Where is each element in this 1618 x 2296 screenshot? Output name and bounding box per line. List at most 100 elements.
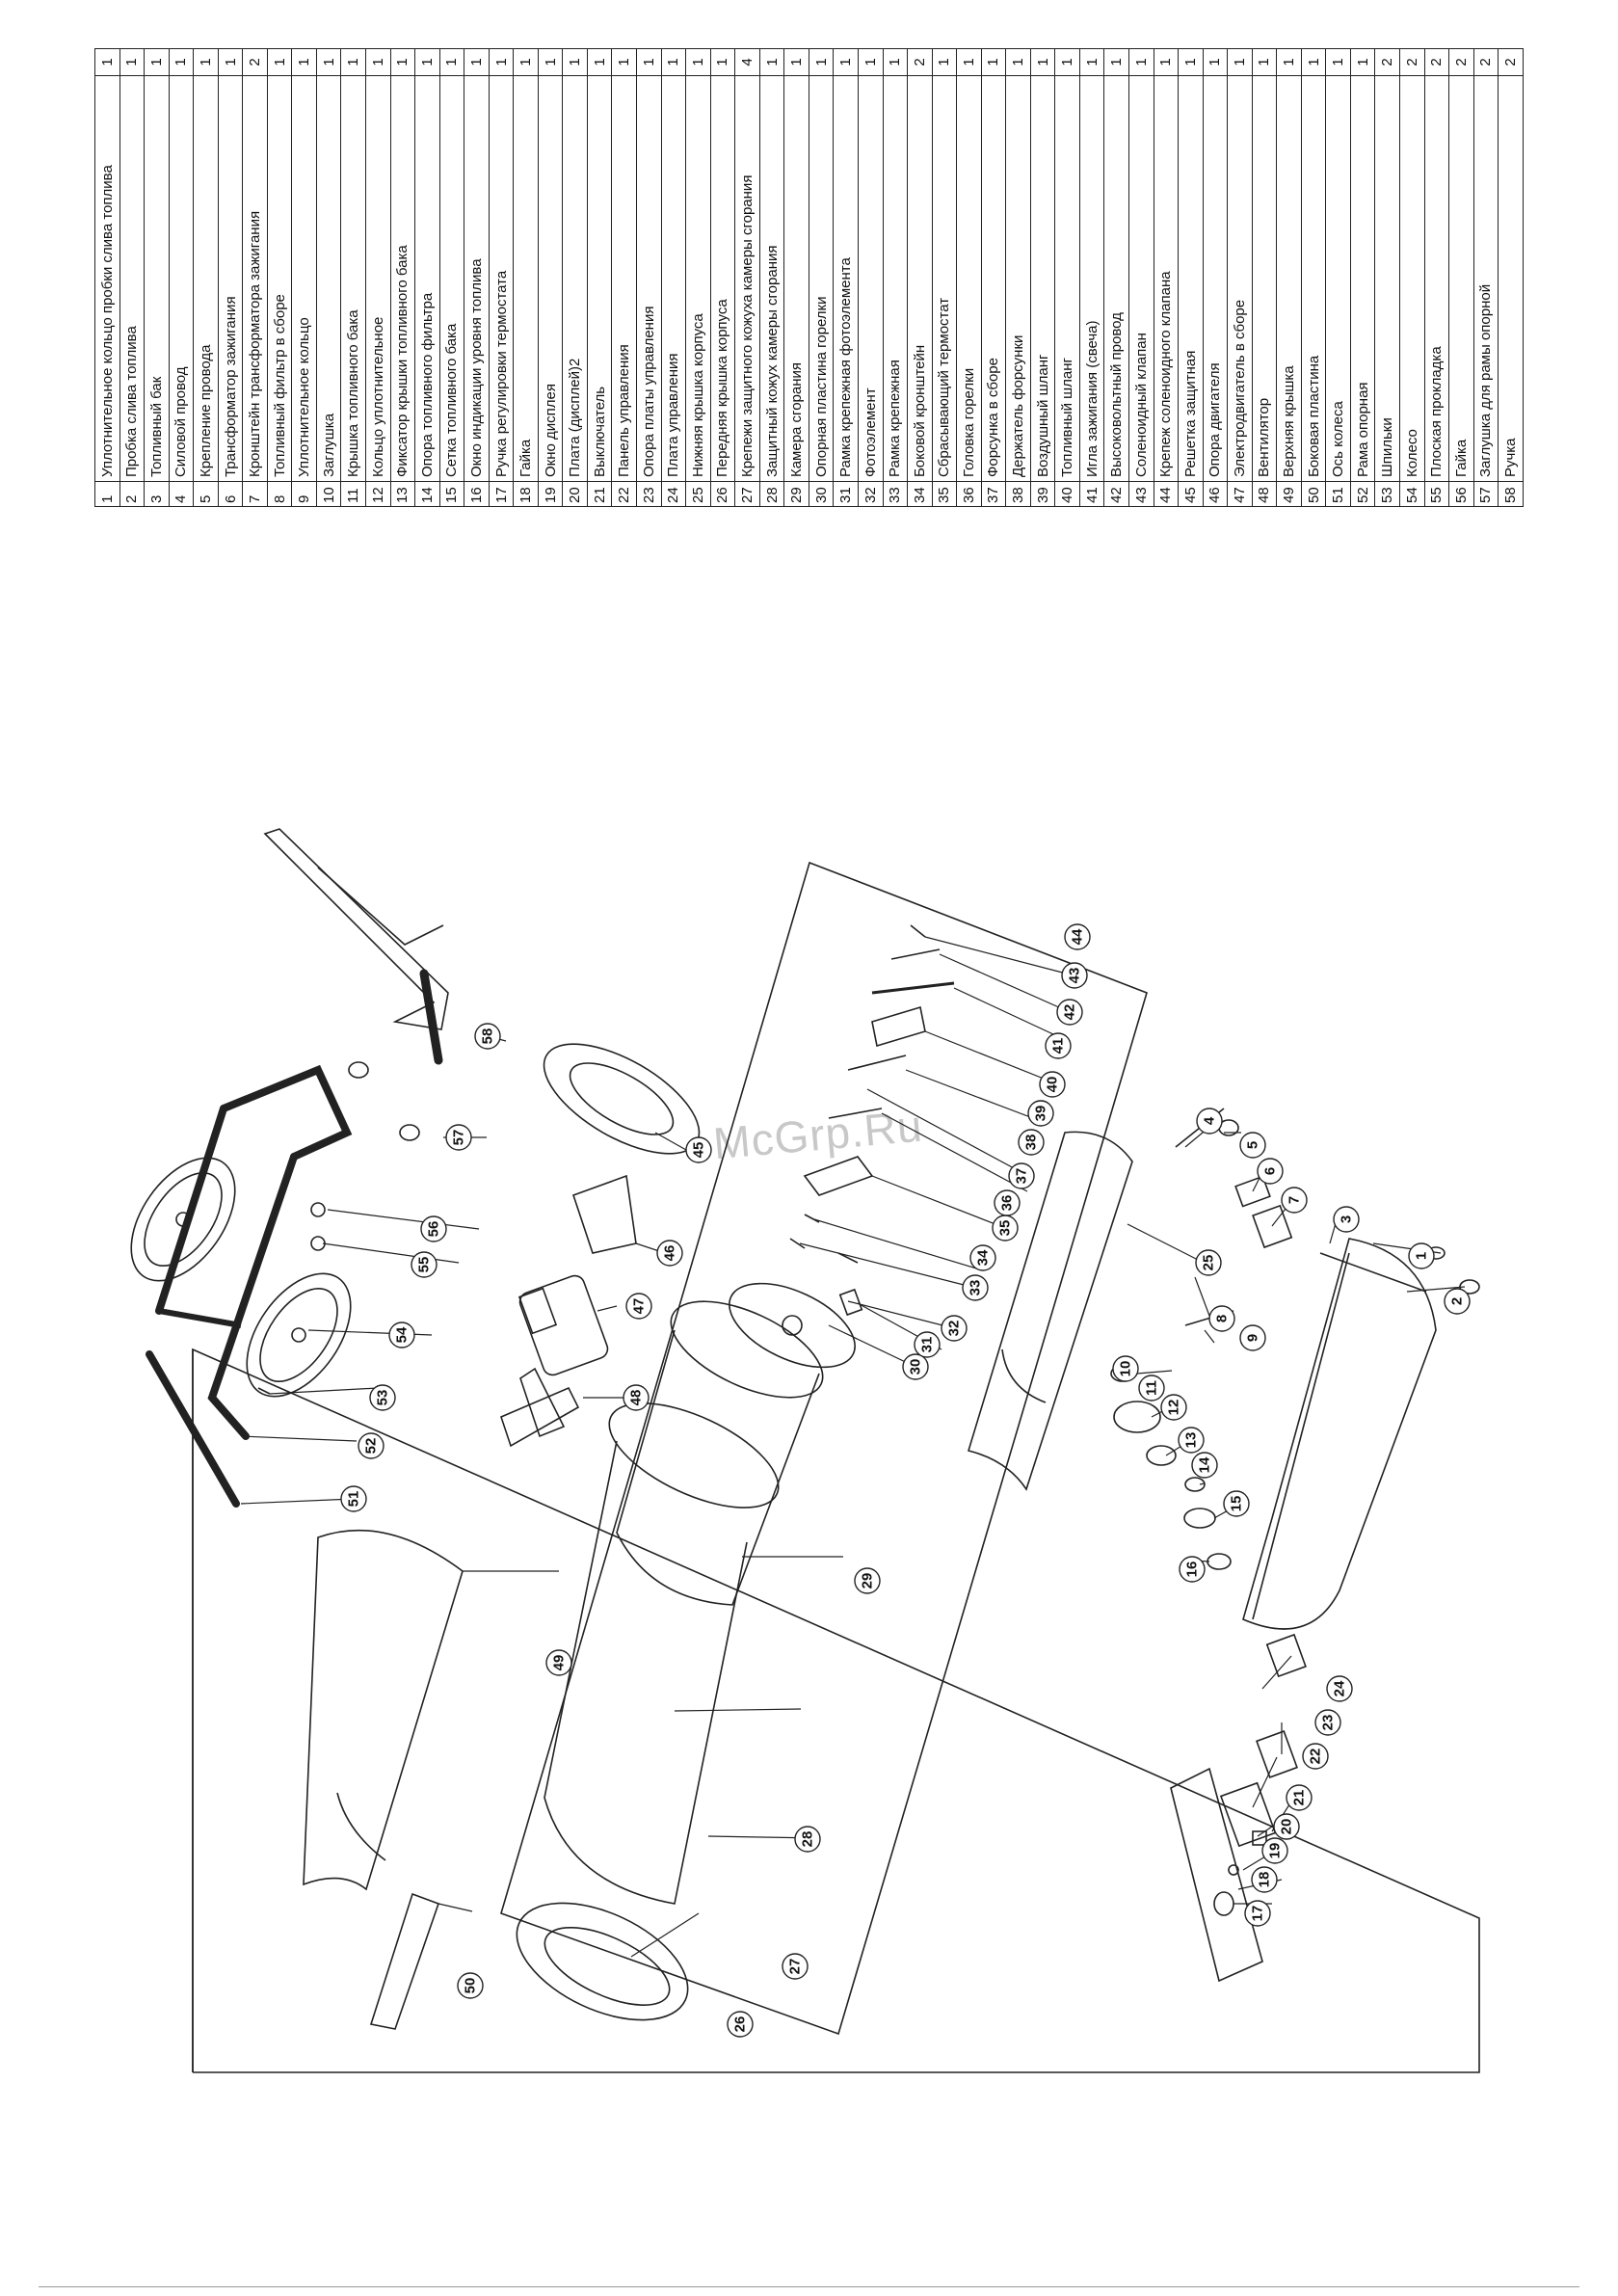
- callout-35: 35: [992, 1215, 1019, 1241]
- callout-52: 52: [358, 1432, 385, 1459]
- svg-text:7: 7: [1286, 1196, 1303, 1204]
- svg-text:56: 56: [426, 1221, 442, 1238]
- svg-text:14: 14: [1197, 1456, 1213, 1473]
- callout-8: 8: [1208, 1305, 1235, 1332]
- callout-5: 5: [1239, 1132, 1266, 1159]
- svg-text:47: 47: [631, 1298, 648, 1315]
- svg-text:3: 3: [1339, 1215, 1355, 1223]
- svg-text:5: 5: [1245, 1141, 1261, 1149]
- callout-7: 7: [1281, 1187, 1308, 1214]
- svg-text:37: 37: [1014, 1168, 1030, 1185]
- svg-text:45: 45: [691, 1142, 707, 1159]
- callout-43: 43: [1061, 962, 1088, 989]
- upper-cover: [303, 1529, 464, 1891]
- callout-19: 19: [1261, 1837, 1288, 1864]
- callout-11: 11: [1138, 1375, 1165, 1402]
- callout-39: 39: [1027, 1100, 1054, 1127]
- callout-56: 56: [420, 1215, 447, 1242]
- frame-plugs: [348, 1061, 420, 1141]
- svg-text:1: 1: [1414, 1252, 1430, 1260]
- wheel-upper: [130, 1157, 236, 1282]
- callout-51: 51: [340, 1485, 367, 1512]
- motor: [517, 1274, 609, 1376]
- callout-4: 4: [1196, 1108, 1223, 1135]
- svg-text:55: 55: [416, 1257, 433, 1273]
- callout-17: 17: [1244, 1900, 1271, 1927]
- svg-text:2: 2: [1449, 1297, 1466, 1305]
- svg-text:15: 15: [1229, 1496, 1245, 1512]
- tank-drain-parts: [1426, 1246, 1480, 1295]
- callout-37: 37: [1008, 1162, 1035, 1189]
- callout-24: 24: [1326, 1675, 1353, 1702]
- svg-text:58: 58: [480, 1028, 496, 1045]
- stud-53: [257, 1387, 271, 1395]
- wheel-axle: [146, 1350, 240, 1508]
- callout-50: 50: [457, 1972, 484, 1999]
- svg-text:42: 42: [1062, 1004, 1078, 1021]
- svg-text:40: 40: [1045, 1077, 1061, 1093]
- svg-text:19: 19: [1267, 1843, 1284, 1859]
- svg-text:33: 33: [968, 1280, 984, 1296]
- burner-small-parts: [789, 924, 955, 1317]
- svg-text:46: 46: [662, 1245, 678, 1262]
- callout-58: 58: [474, 1023, 501, 1050]
- assembly-frame: [192, 1348, 1480, 2073]
- callout-54: 54: [388, 1322, 415, 1348]
- callout-14: 14: [1191, 1452, 1218, 1479]
- svg-text:38: 38: [1023, 1135, 1040, 1151]
- svg-text:30: 30: [908, 1359, 924, 1375]
- wheel-lower: [246, 1272, 352, 1398]
- callout-18: 18: [1251, 1866, 1278, 1893]
- callout-44: 44: [1064, 923, 1091, 950]
- svg-text:18: 18: [1257, 1872, 1273, 1888]
- callout-26: 26: [727, 2011, 754, 2038]
- control-panel-parts: [1170, 1633, 1307, 1983]
- combustion-chamber: [616, 1300, 824, 1606]
- svg-text:41: 41: [1050, 1038, 1067, 1055]
- motor-support: [571, 1174, 637, 1254]
- callout-36: 36: [994, 1189, 1021, 1216]
- svg-text:25: 25: [1201, 1255, 1217, 1271]
- callout-57: 57: [445, 1124, 472, 1151]
- svg-text:49: 49: [551, 1655, 568, 1671]
- callout-28: 28: [794, 1826, 821, 1853]
- svg-text:6: 6: [1262, 1167, 1279, 1175]
- support-frame: [155, 1064, 353, 1440]
- callout-29: 29: [854, 1567, 881, 1594]
- callout-40: 40: [1039, 1071, 1066, 1098]
- svg-text:9: 9: [1245, 1334, 1261, 1342]
- svg-text:51: 51: [346, 1491, 362, 1508]
- callout-1: 1: [1408, 1242, 1435, 1269]
- svg-text:13: 13: [1183, 1432, 1200, 1449]
- svg-text:10: 10: [1118, 1361, 1134, 1377]
- callout-46: 46: [656, 1240, 683, 1267]
- svg-text:27: 27: [787, 1959, 804, 1975]
- callout-9: 9: [1239, 1324, 1266, 1351]
- side-plate: [369, 1892, 440, 2030]
- svg-text:54: 54: [394, 1326, 411, 1343]
- callout-15: 15: [1223, 1490, 1250, 1517]
- svg-text:28: 28: [800, 1831, 816, 1848]
- front-cover: [516, 1902, 689, 2021]
- svg-text:22: 22: [1308, 1749, 1324, 1765]
- callout-38: 38: [1018, 1129, 1045, 1156]
- svg-text:11: 11: [1144, 1380, 1160, 1396]
- svg-text:12: 12: [1166, 1400, 1182, 1416]
- svg-text:34: 34: [975, 1249, 992, 1266]
- svg-text:48: 48: [628, 1390, 645, 1406]
- svg-text:53: 53: [375, 1390, 391, 1406]
- svg-text:43: 43: [1067, 968, 1083, 984]
- callout-20: 20: [1273, 1813, 1300, 1840]
- callout-23: 23: [1314, 1709, 1341, 1736]
- svg-text:44: 44: [1070, 928, 1086, 945]
- svg-text:39: 39: [1033, 1106, 1049, 1122]
- fuel-tank: [1242, 1238, 1437, 1630]
- callout-16: 16: [1179, 1556, 1206, 1583]
- callout-27: 27: [782, 1953, 809, 1980]
- nut-56: [310, 1202, 326, 1217]
- callout-3: 3: [1333, 1206, 1360, 1233]
- fan: [500, 1367, 580, 1448]
- svg-text:17: 17: [1250, 1906, 1266, 1922]
- svg-text:52: 52: [363, 1438, 380, 1455]
